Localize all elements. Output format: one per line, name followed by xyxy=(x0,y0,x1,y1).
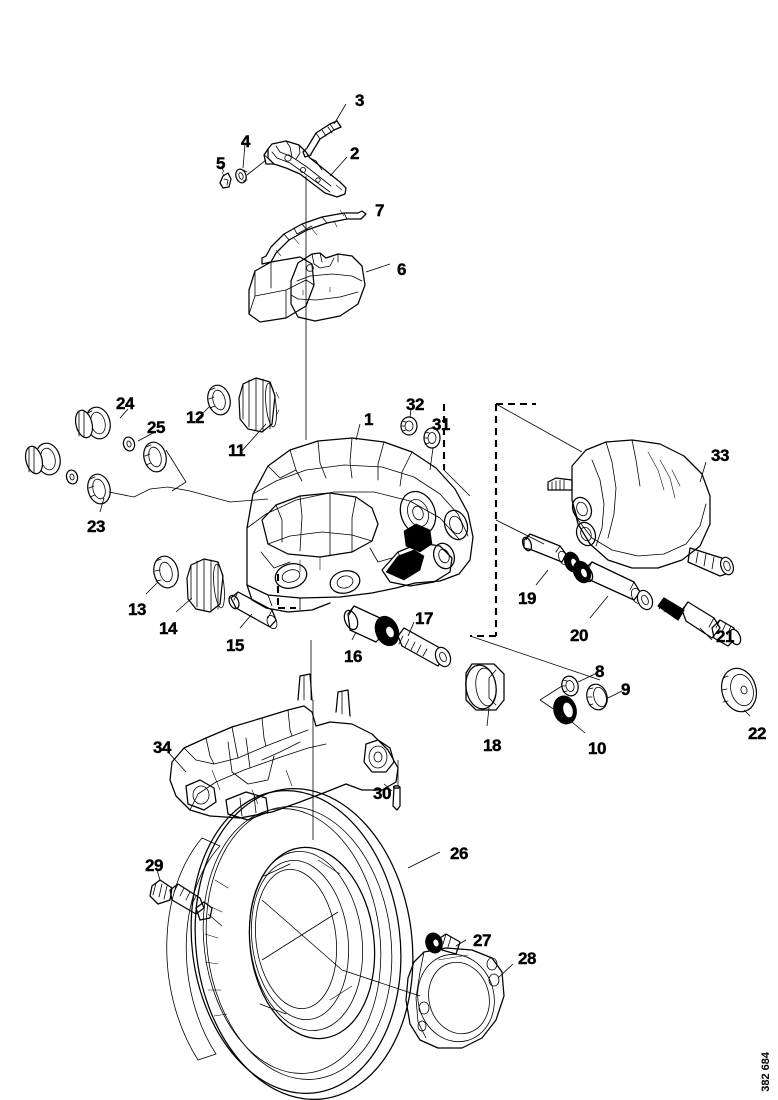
callout-15-guide-bush: 15 xyxy=(226,636,245,655)
callout-27-bolt: 27 xyxy=(473,931,492,950)
part-28-sensor-bracket xyxy=(405,947,514,1049)
part-5-clip xyxy=(219,171,232,189)
callout-28-sensor-bracket: 28 xyxy=(518,949,537,968)
callout-33-brake-chamber-actuator: 33 xyxy=(711,446,730,465)
callout-5-clip: 5 xyxy=(216,154,226,173)
part-22-cap-plug xyxy=(720,667,758,717)
part-9-ring xyxy=(586,683,623,711)
part-17-threaded-sleeve xyxy=(374,615,452,668)
sheet-code-label: 382 684 xyxy=(760,1052,772,1092)
callout-19-sleeve-bush: 19 xyxy=(518,589,537,608)
part-27-bolt xyxy=(425,932,467,955)
callout-24-seal-ring: 24 xyxy=(116,394,135,413)
part-10-nut xyxy=(553,695,586,734)
callout-32-screw: 32 xyxy=(406,395,425,414)
part-21-bolt xyxy=(657,597,742,647)
part-19-sleeve-bush xyxy=(521,533,581,586)
callout-3-guide-pin-bolt: 3 xyxy=(355,91,365,110)
callout-16-guide-bush: 16 xyxy=(344,647,363,666)
callout-6-brake-pad: 6 xyxy=(397,260,407,279)
tone-ring-teeth xyxy=(166,837,221,1061)
callout-34-steering-knuckle: 34 xyxy=(153,738,172,757)
callout-23-seal-ring-set: 23 xyxy=(87,517,106,536)
leaders-top xyxy=(220,103,348,177)
callout-4-washer: 4 xyxy=(241,132,251,151)
callout-25-pin: 25 xyxy=(147,418,166,437)
callout-31-nut: 31 xyxy=(432,415,451,434)
callout-13-cap: 13 xyxy=(128,600,147,619)
part-25-pin xyxy=(65,436,136,485)
part-14-bellows-boot xyxy=(175,558,225,613)
callout-7-pad-retaining-spring: 7 xyxy=(375,201,385,220)
callout-21-bolt: 21 xyxy=(716,627,735,646)
callout-17-threaded-sleeve: 17 xyxy=(415,609,434,628)
callout-22-cap-plug: 22 xyxy=(748,724,767,743)
callout-30-pin: 30 xyxy=(373,784,392,803)
part-7-pad-retaining-spring xyxy=(261,209,367,265)
callout-9-ring: 9 xyxy=(621,680,631,699)
callout-8-washer: 8 xyxy=(595,662,605,681)
part-4-washer xyxy=(235,168,248,184)
part-23-seal-ring-set xyxy=(24,441,167,505)
part-8-washer xyxy=(561,672,598,697)
callout-18-bush-sleeve: 18 xyxy=(483,736,502,755)
callout-12-cap: 12 xyxy=(186,408,205,427)
dashed-alignment-guide xyxy=(276,402,536,638)
part-33-brake-chamber-actuator xyxy=(547,439,735,577)
part-13-cap xyxy=(145,555,179,595)
part-6-brake-pad xyxy=(248,252,391,323)
callout-1-caliper-housing: 1 xyxy=(364,410,374,429)
alignment-leaders xyxy=(443,403,601,681)
callout-26-brake-disc-rotor: 26 xyxy=(450,844,469,863)
part-31-nut xyxy=(423,427,441,471)
part-34-steering-knuckle xyxy=(167,673,399,821)
callout-11-bellows-boot: 11 xyxy=(228,441,246,460)
callout-2-pad-retainer-bracket: 2 xyxy=(350,144,360,163)
part-24-seal-ring xyxy=(74,406,111,440)
part-2-pad-retainer-bracket xyxy=(263,140,347,198)
part-15-guide-bush xyxy=(228,591,278,630)
part-20-guide-pin xyxy=(572,560,654,619)
part-29-bolt xyxy=(149,869,223,927)
callout-29-bolt: 29 xyxy=(145,856,164,875)
part-18-bush-sleeve xyxy=(465,663,505,727)
callout-10-nut: 10 xyxy=(588,739,607,758)
part-1-caliper-housing xyxy=(246,423,474,613)
part-32-screw xyxy=(400,408,418,436)
part-30-pin xyxy=(383,760,401,811)
callout-14-bellows-boot: 14 xyxy=(159,619,178,638)
leaders-left-cluster xyxy=(99,405,269,513)
part-26-brake-disc-rotor xyxy=(166,787,441,1100)
callout-20-guide-pin: 20 xyxy=(570,626,589,645)
part-3-guide-pin-bolt xyxy=(302,120,342,158)
part-12-cap xyxy=(207,384,231,416)
part-11-bellows-boot xyxy=(238,377,280,433)
leader-bracket-8-10 xyxy=(539,685,563,713)
